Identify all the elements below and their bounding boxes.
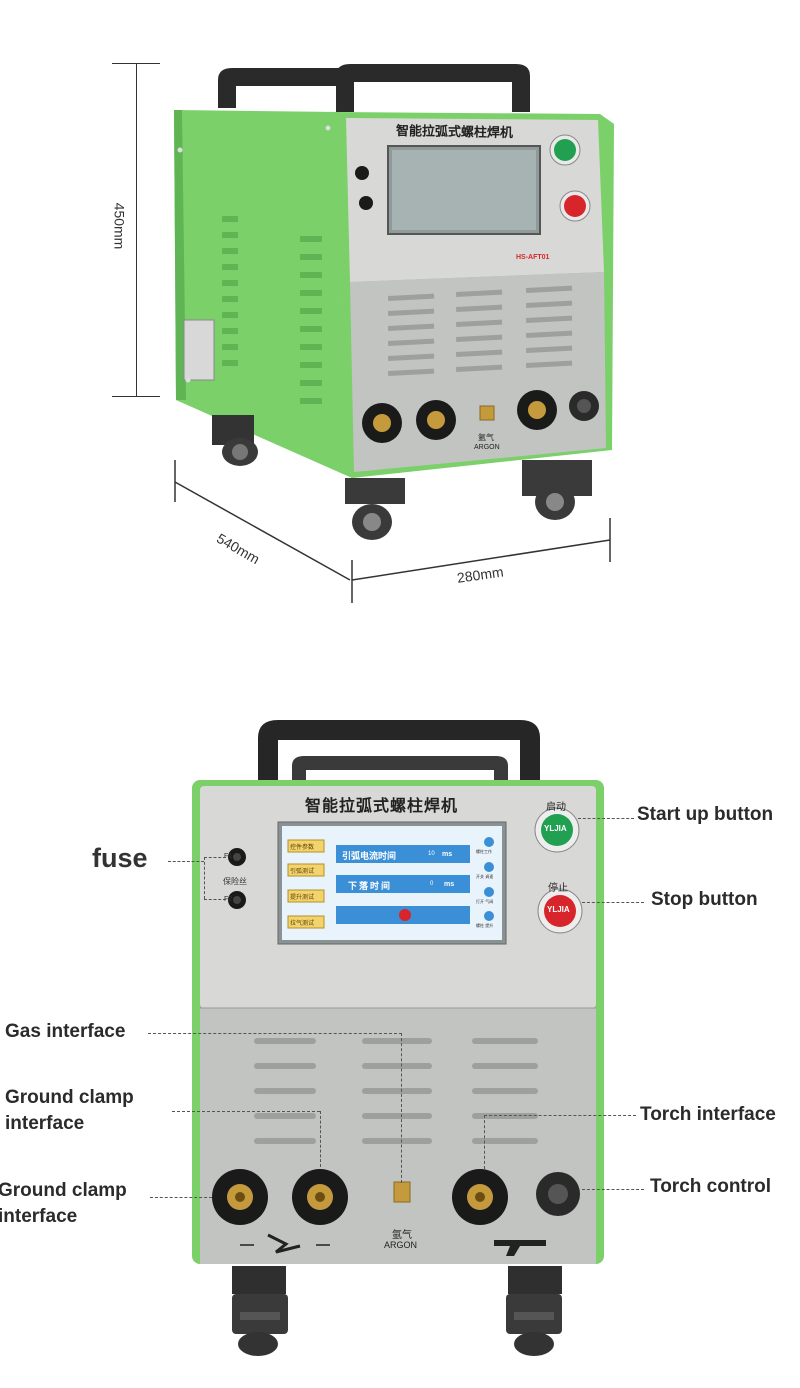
front-argon-en: ARGON xyxy=(384,1240,418,1250)
screen-btn-2[interactable]: 引弧测试 xyxy=(290,868,315,875)
screen-right-2[interactable]: 开关 调速 xyxy=(476,874,494,879)
top-argon-en: ARGON xyxy=(474,444,500,451)
ground-clamp-callout-1: Ground clamp interface xyxy=(5,1087,134,1134)
screen-row1-label: 引弧电流时间 xyxy=(342,852,397,862)
top-model-label: HS-AFT01 xyxy=(516,254,550,261)
stop-label-cn: 停止 xyxy=(548,883,568,894)
screen-right-3[interactable]: 打开 气阀 xyxy=(476,899,494,904)
product-isometric-view xyxy=(174,64,614,603)
front-machine-title: 智能拉弧式螺柱焊机 xyxy=(305,796,459,815)
screen-btn-4[interactable]: 拉气测试 xyxy=(290,920,315,927)
product-front-view xyxy=(192,720,604,1356)
gas-interface-callout: Gas interface xyxy=(5,1021,126,1042)
torch-interface-callout: Torch interface xyxy=(640,1104,776,1125)
screen-row2-unit: ms xyxy=(444,881,455,888)
stop-brand: YLJIA xyxy=(547,905,570,914)
screen-row2-value: 0 xyxy=(430,881,434,887)
start-button-callout: Start up button xyxy=(637,804,774,825)
fuse-f2-label: F2 xyxy=(224,896,233,903)
screen-row2-label: 下落时间 xyxy=(348,882,393,892)
screen-right-4[interactable]: 螺柱 提升 xyxy=(476,923,494,928)
screen-btn-3[interactable]: 提升测试 xyxy=(290,894,315,901)
start-brand: YLJIA xyxy=(544,824,567,833)
stop-button-callout: Stop button xyxy=(651,889,758,910)
fuse-f1-label: F1 xyxy=(224,853,233,860)
screen-row1-value: 10 xyxy=(428,851,435,857)
fuse-panel-label: 保险丝 xyxy=(223,877,247,886)
front-argon-cn: 氩气 xyxy=(392,1230,412,1241)
screen-row1-unit: ms xyxy=(442,851,453,858)
start-label-cn: 启动 xyxy=(546,802,566,813)
top-argon-cn: 氩气 xyxy=(478,433,494,442)
screen-btn-1[interactable]: 控件参数 xyxy=(290,844,315,851)
top-machine-title: 智能拉弧式螺柱焊机 xyxy=(395,123,514,142)
screen-right-1[interactable]: 螺柱工作 xyxy=(476,849,492,854)
torch-control-callout: Torch control xyxy=(650,1176,772,1197)
fuse-callout: fuse xyxy=(92,843,148,873)
ground-clamp-callout-2: Ground clamp interface xyxy=(0,1180,127,1227)
